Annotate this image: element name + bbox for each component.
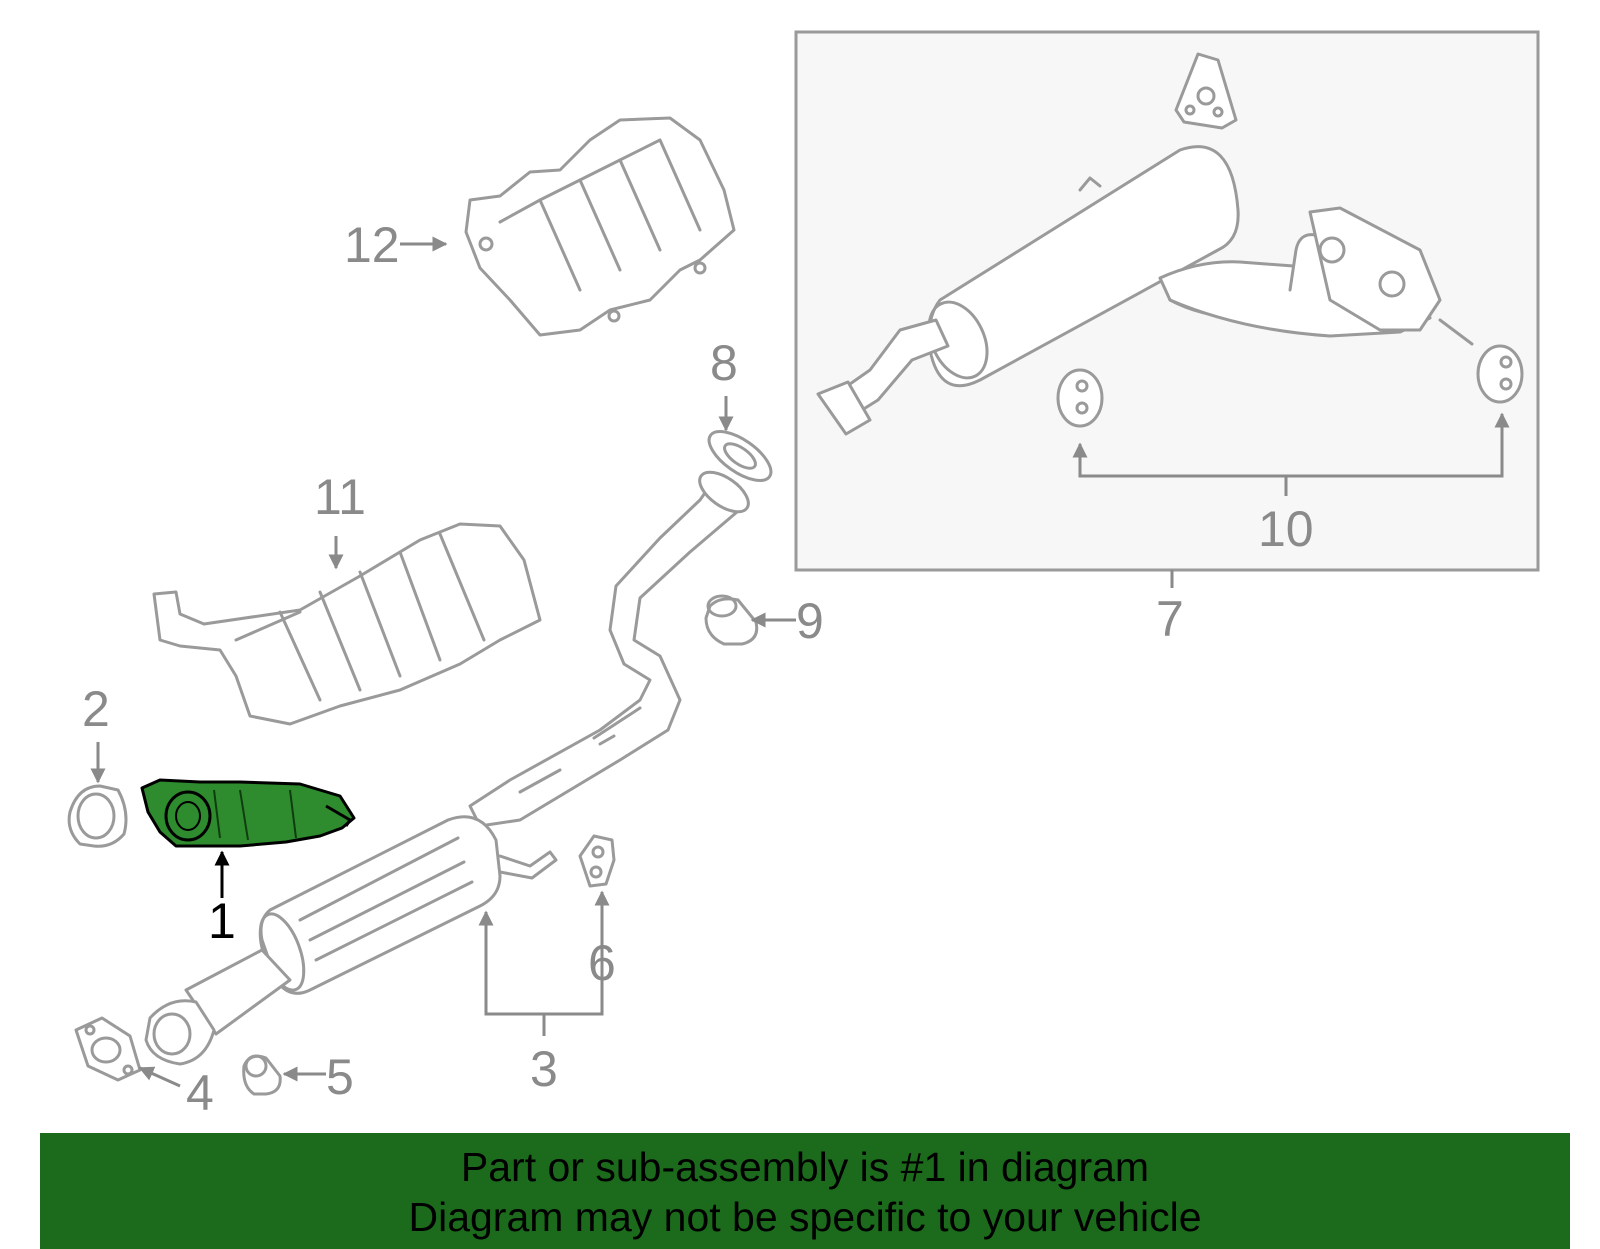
callout-9: 9 — [796, 593, 824, 649]
center-pipe-muffler-part[interactable] — [144, 464, 755, 1066]
callout-7: 7 — [1156, 591, 1184, 647]
flange-gasket-part[interactable] — [74, 1016, 142, 1082]
callout-10: 10 — [1258, 501, 1314, 557]
heat-shield-upper-part[interactable] — [464, 116, 736, 337]
gasket-part[interactable] — [701, 422, 778, 490]
rubber-hanger-left-part[interactable] — [1056, 368, 1104, 428]
small-seal-ring-part[interactable] — [242, 1054, 282, 1096]
callout-6: 6 — [588, 935, 616, 991]
callout-5: 5 — [326, 1049, 354, 1105]
callout-12: 12 — [344, 217, 400, 273]
rear-muffler-part[interactable] — [816, 145, 1474, 436]
banner-line-1: Part or sub-assembly is #1 in diagram — [460, 1144, 1150, 1190]
rubber-hanger-right-part[interactable] — [1476, 344, 1524, 404]
info-banner: Part or sub-assembly is #1 in diagram Di… — [40, 1133, 1570, 1249]
heat-shield-lower-part[interactable] — [152, 522, 542, 726]
inset-box-muffler-assembly: 10 — [794, 30, 1540, 572]
catalytic-converter-part[interactable] — [140, 778, 356, 848]
callout-11: 11 — [314, 469, 366, 525]
banner-line-2: Diagram may not be specific to your vehi… — [408, 1194, 1202, 1240]
callout-3: 3 — [530, 1041, 558, 1097]
callout-8: 8 — [710, 335, 738, 391]
callout-4: 4 — [186, 1065, 214, 1121]
converter-seal-ring-part[interactable] — [67, 784, 128, 848]
callout-1: 1 — [208, 893, 236, 949]
callout-2: 2 — [82, 681, 110, 737]
hanger-bracket-part[interactable] — [1174, 52, 1238, 130]
hanger-part[interactable] — [578, 834, 616, 888]
seal-ring-part[interactable] — [704, 594, 759, 646]
